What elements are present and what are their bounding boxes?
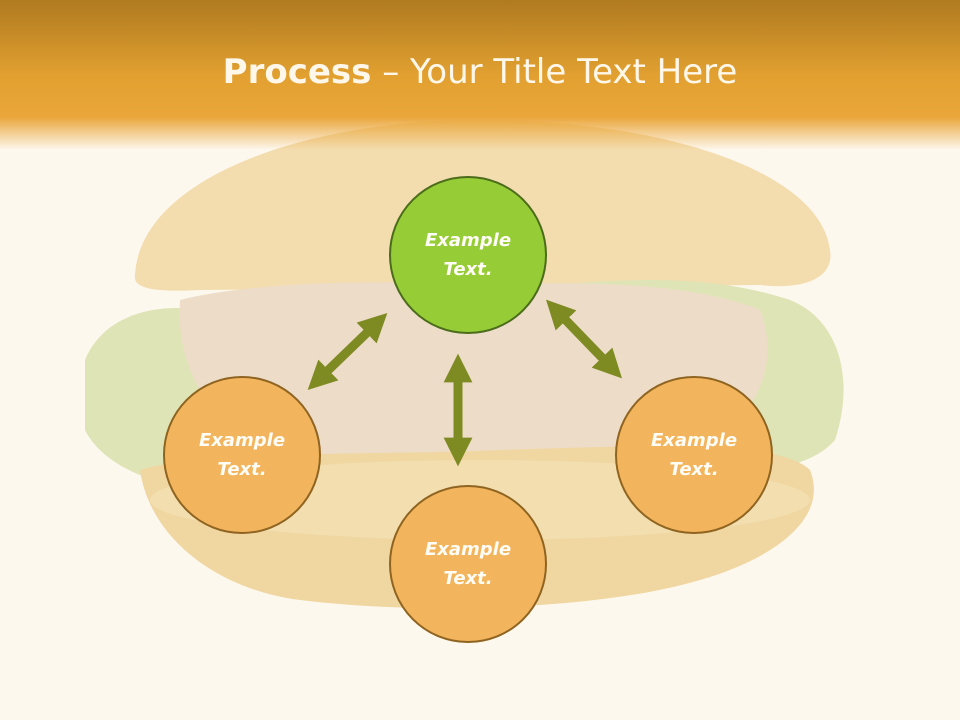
node-top-text: Example Text. [413,226,523,284]
arrow-top-right [545,299,623,379]
node-bottom-text: Example Text. [413,535,523,593]
node-bottom-line2: Text. [443,568,493,589]
node-right-line2: Text. [669,459,719,480]
title-rest: Your Title Text Here [410,52,738,92]
node-left-line2: Text. [217,459,267,480]
node-top: Example Text. [389,176,547,334]
title-bold-part: Process [222,52,372,92]
node-bottom: Example Text. [389,485,547,643]
node-left-line1: Example [198,430,286,451]
node-top-line2: Text. [443,259,493,280]
node-left: Example Text. [163,376,321,534]
node-right-text: Example Text. [639,426,749,484]
node-bottom-line1: Example [424,539,512,560]
arrow-top-left [307,312,388,391]
slide-title: Process – Your Title Text Here [0,52,960,92]
node-left-text: Example Text. [187,426,297,484]
node-right-line1: Example [650,430,738,451]
title-separator: – [371,52,411,92]
node-top-line1: Example [424,230,512,251]
title-bar [0,0,960,150]
node-right: Example Text. [615,376,773,534]
